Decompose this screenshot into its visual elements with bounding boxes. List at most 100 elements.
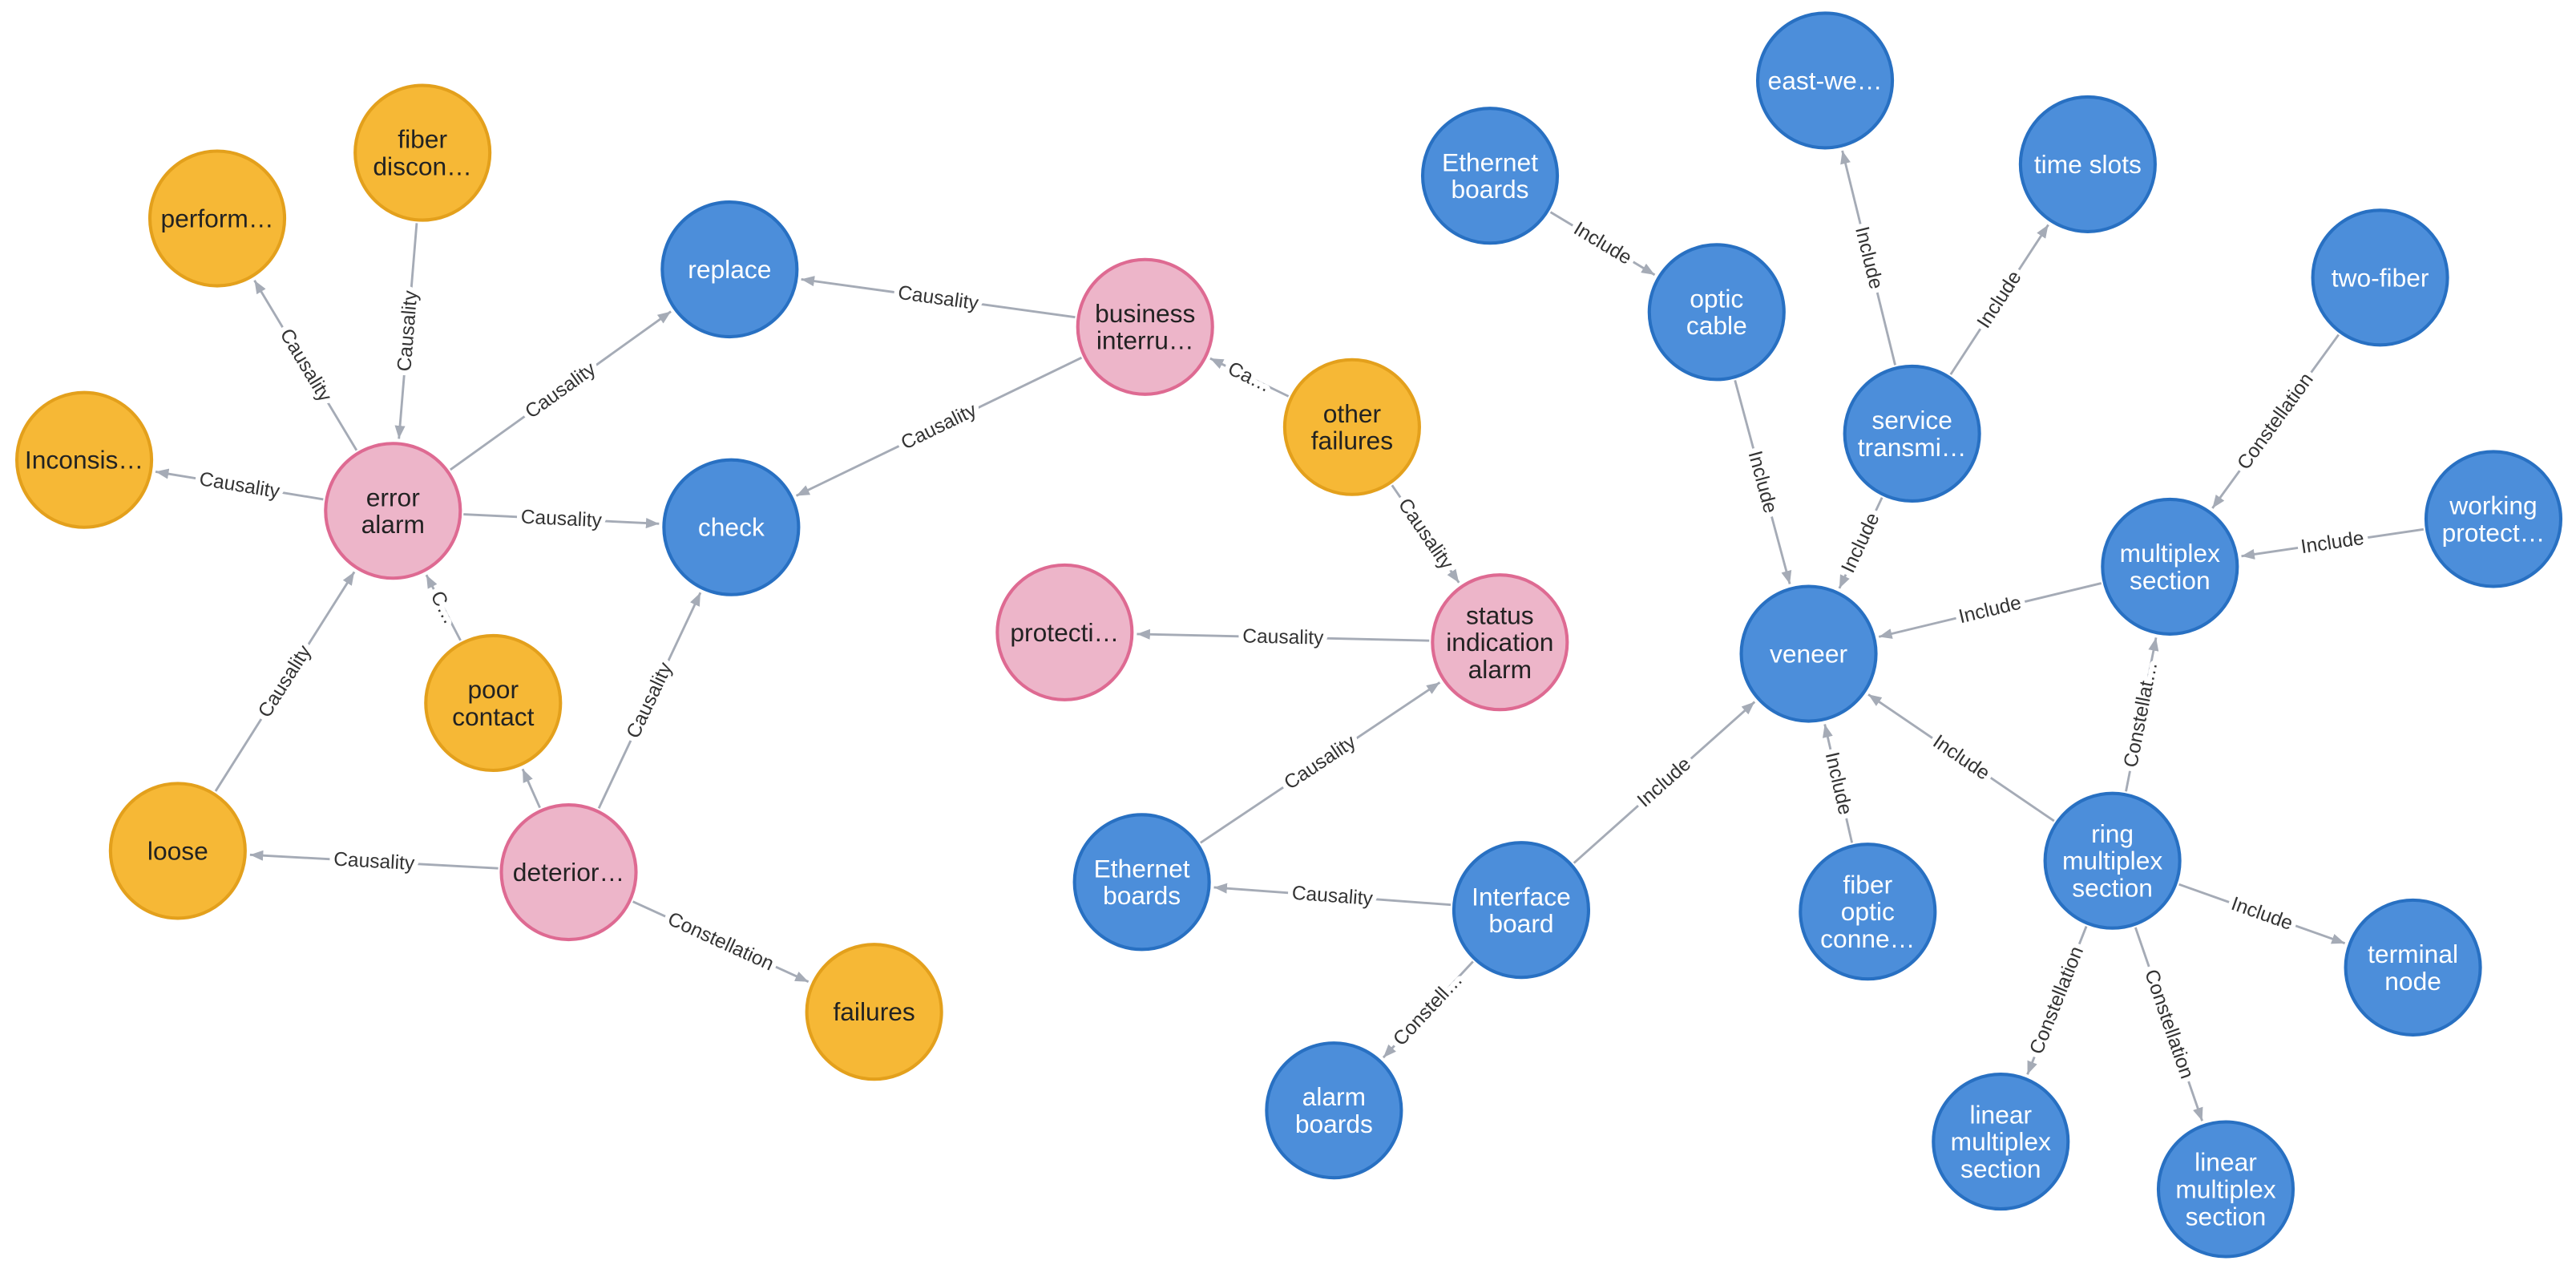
- relationship-line[interactable]: [1391, 484, 1460, 584]
- relationship-line[interactable]: [1382, 960, 1474, 1059]
- relationship-line[interactable]: [1949, 224, 2049, 375]
- relationship-line[interactable]: [2211, 333, 2340, 509]
- relationship-line[interactable]: [1213, 883, 1452, 907]
- relationship-label: Causality: [333, 849, 416, 875]
- relationship-line[interactable]: [214, 571, 356, 792]
- node-circle[interactable]: [1431, 573, 1569, 712]
- relationship-line[interactable]: [249, 850, 499, 870]
- relationship-line[interactable]: [2026, 926, 2088, 1075]
- node-circle[interactable]: [15, 390, 154, 529]
- node-circle[interactable]: [1799, 843, 1937, 981]
- relationship-line[interactable]: [2178, 883, 2346, 945]
- node-circle[interactable]: [1452, 841, 1591, 980]
- node-time-slots[interactable]: time slots: [2018, 95, 2157, 233]
- node-circle[interactable]: [2344, 898, 2482, 1037]
- node-replace[interactable]: replace: [660, 200, 799, 339]
- relationship-line[interactable]: [1840, 150, 1896, 366]
- relationship-line[interactable]: [155, 468, 324, 501]
- relationship-label: Causality: [520, 507, 603, 532]
- node-circle[interactable]: [499, 802, 638, 942]
- node-circle[interactable]: [2043, 791, 2182, 930]
- relationship-line[interactable]: [1838, 497, 1884, 589]
- relationship-line[interactable]: [1734, 380, 1792, 584]
- node-circle[interactable]: [1843, 364, 1981, 503]
- node-inconsis[interactable]: Inconsis…: [15, 390, 154, 529]
- relationship-line[interactable]: [425, 574, 462, 641]
- node-perform[interactable]: perform…: [147, 149, 287, 288]
- relationship-line[interactable]: [795, 356, 1083, 497]
- node-circle[interactable]: [1282, 358, 1421, 496]
- relationship-line[interactable]: [463, 513, 660, 529]
- node-circle[interactable]: [1420, 107, 1560, 245]
- relationship-line[interactable]: [1573, 701, 1756, 864]
- relationship-line[interactable]: [253, 280, 358, 451]
- relationship-line[interactable]: [1549, 211, 1656, 277]
- relationship-line[interactable]: [801, 276, 1076, 319]
- relationship-line[interactable]: [2125, 637, 2159, 792]
- node-circle[interactable]: [424, 633, 563, 773]
- node-circle[interactable]: [324, 442, 462, 580]
- relationship[interactable]: [521, 768, 541, 809]
- relationship-line[interactable]: [1137, 628, 1430, 642]
- node-circle[interactable]: [1739, 584, 1878, 723]
- node-circle[interactable]: [1072, 813, 1211, 952]
- relationship-line[interactable]: [1200, 681, 1441, 844]
- node-circle[interactable]: [2311, 208, 2449, 347]
- node-deterior[interactable]: deterior…: [499, 802, 638, 942]
- node-circle[interactable]: [1755, 11, 1895, 150]
- node-circle[interactable]: [108, 782, 247, 920]
- node-loose[interactable]: loose: [108, 782, 247, 920]
- node-circle[interactable]: [1076, 257, 1214, 396]
- node-circle[interactable]: [2101, 497, 2239, 636]
- relationship-line[interactable]: [597, 592, 702, 809]
- node-circle[interactable]: [2156, 1120, 2295, 1259]
- relationship-line[interactable]: [394, 223, 418, 439]
- node-failures[interactable]: failures: [805, 943, 943, 1081]
- relationship-line[interactable]: [1209, 357, 1290, 398]
- node-circle[interactable]: [1265, 1041, 1403, 1180]
- node-circle[interactable]: [2424, 450, 2563, 588]
- node-circle[interactable]: [147, 149, 287, 288]
- relationship-line[interactable]: [450, 310, 672, 471]
- node-circle[interactable]: [1647, 243, 1786, 382]
- node-circle[interactable]: [1932, 1073, 2070, 1211]
- relationship-line[interactable]: [632, 900, 810, 984]
- node-two-fiber[interactable]: two-fiber: [2311, 208, 2449, 347]
- relationship-line[interactable]: [2241, 527, 2425, 560]
- node-circle[interactable]: [353, 83, 492, 222]
- node-circle[interactable]: [660, 200, 799, 339]
- node-circle[interactable]: [2018, 95, 2157, 233]
- relationship-line[interactable]: [1867, 693, 2055, 822]
- node-protecti[interactable]: protecti…: [995, 563, 1134, 701]
- node-circle[interactable]: [662, 458, 801, 596]
- node-veneer[interactable]: veneer: [1739, 584, 1878, 723]
- relationship-line[interactable]: [521, 768, 541, 809]
- relationship-line[interactable]: [2134, 927, 2203, 1121]
- node-circle[interactable]: [995, 563, 1134, 701]
- relationship-line[interactable]: [1822, 724, 1854, 843]
- relationship-line[interactable]: [1878, 582, 2102, 639]
- node-check[interactable]: check: [662, 458, 801, 596]
- node-circle[interactable]: [805, 943, 943, 1081]
- node-east-we[interactable]: east-we…: [1755, 11, 1895, 150]
